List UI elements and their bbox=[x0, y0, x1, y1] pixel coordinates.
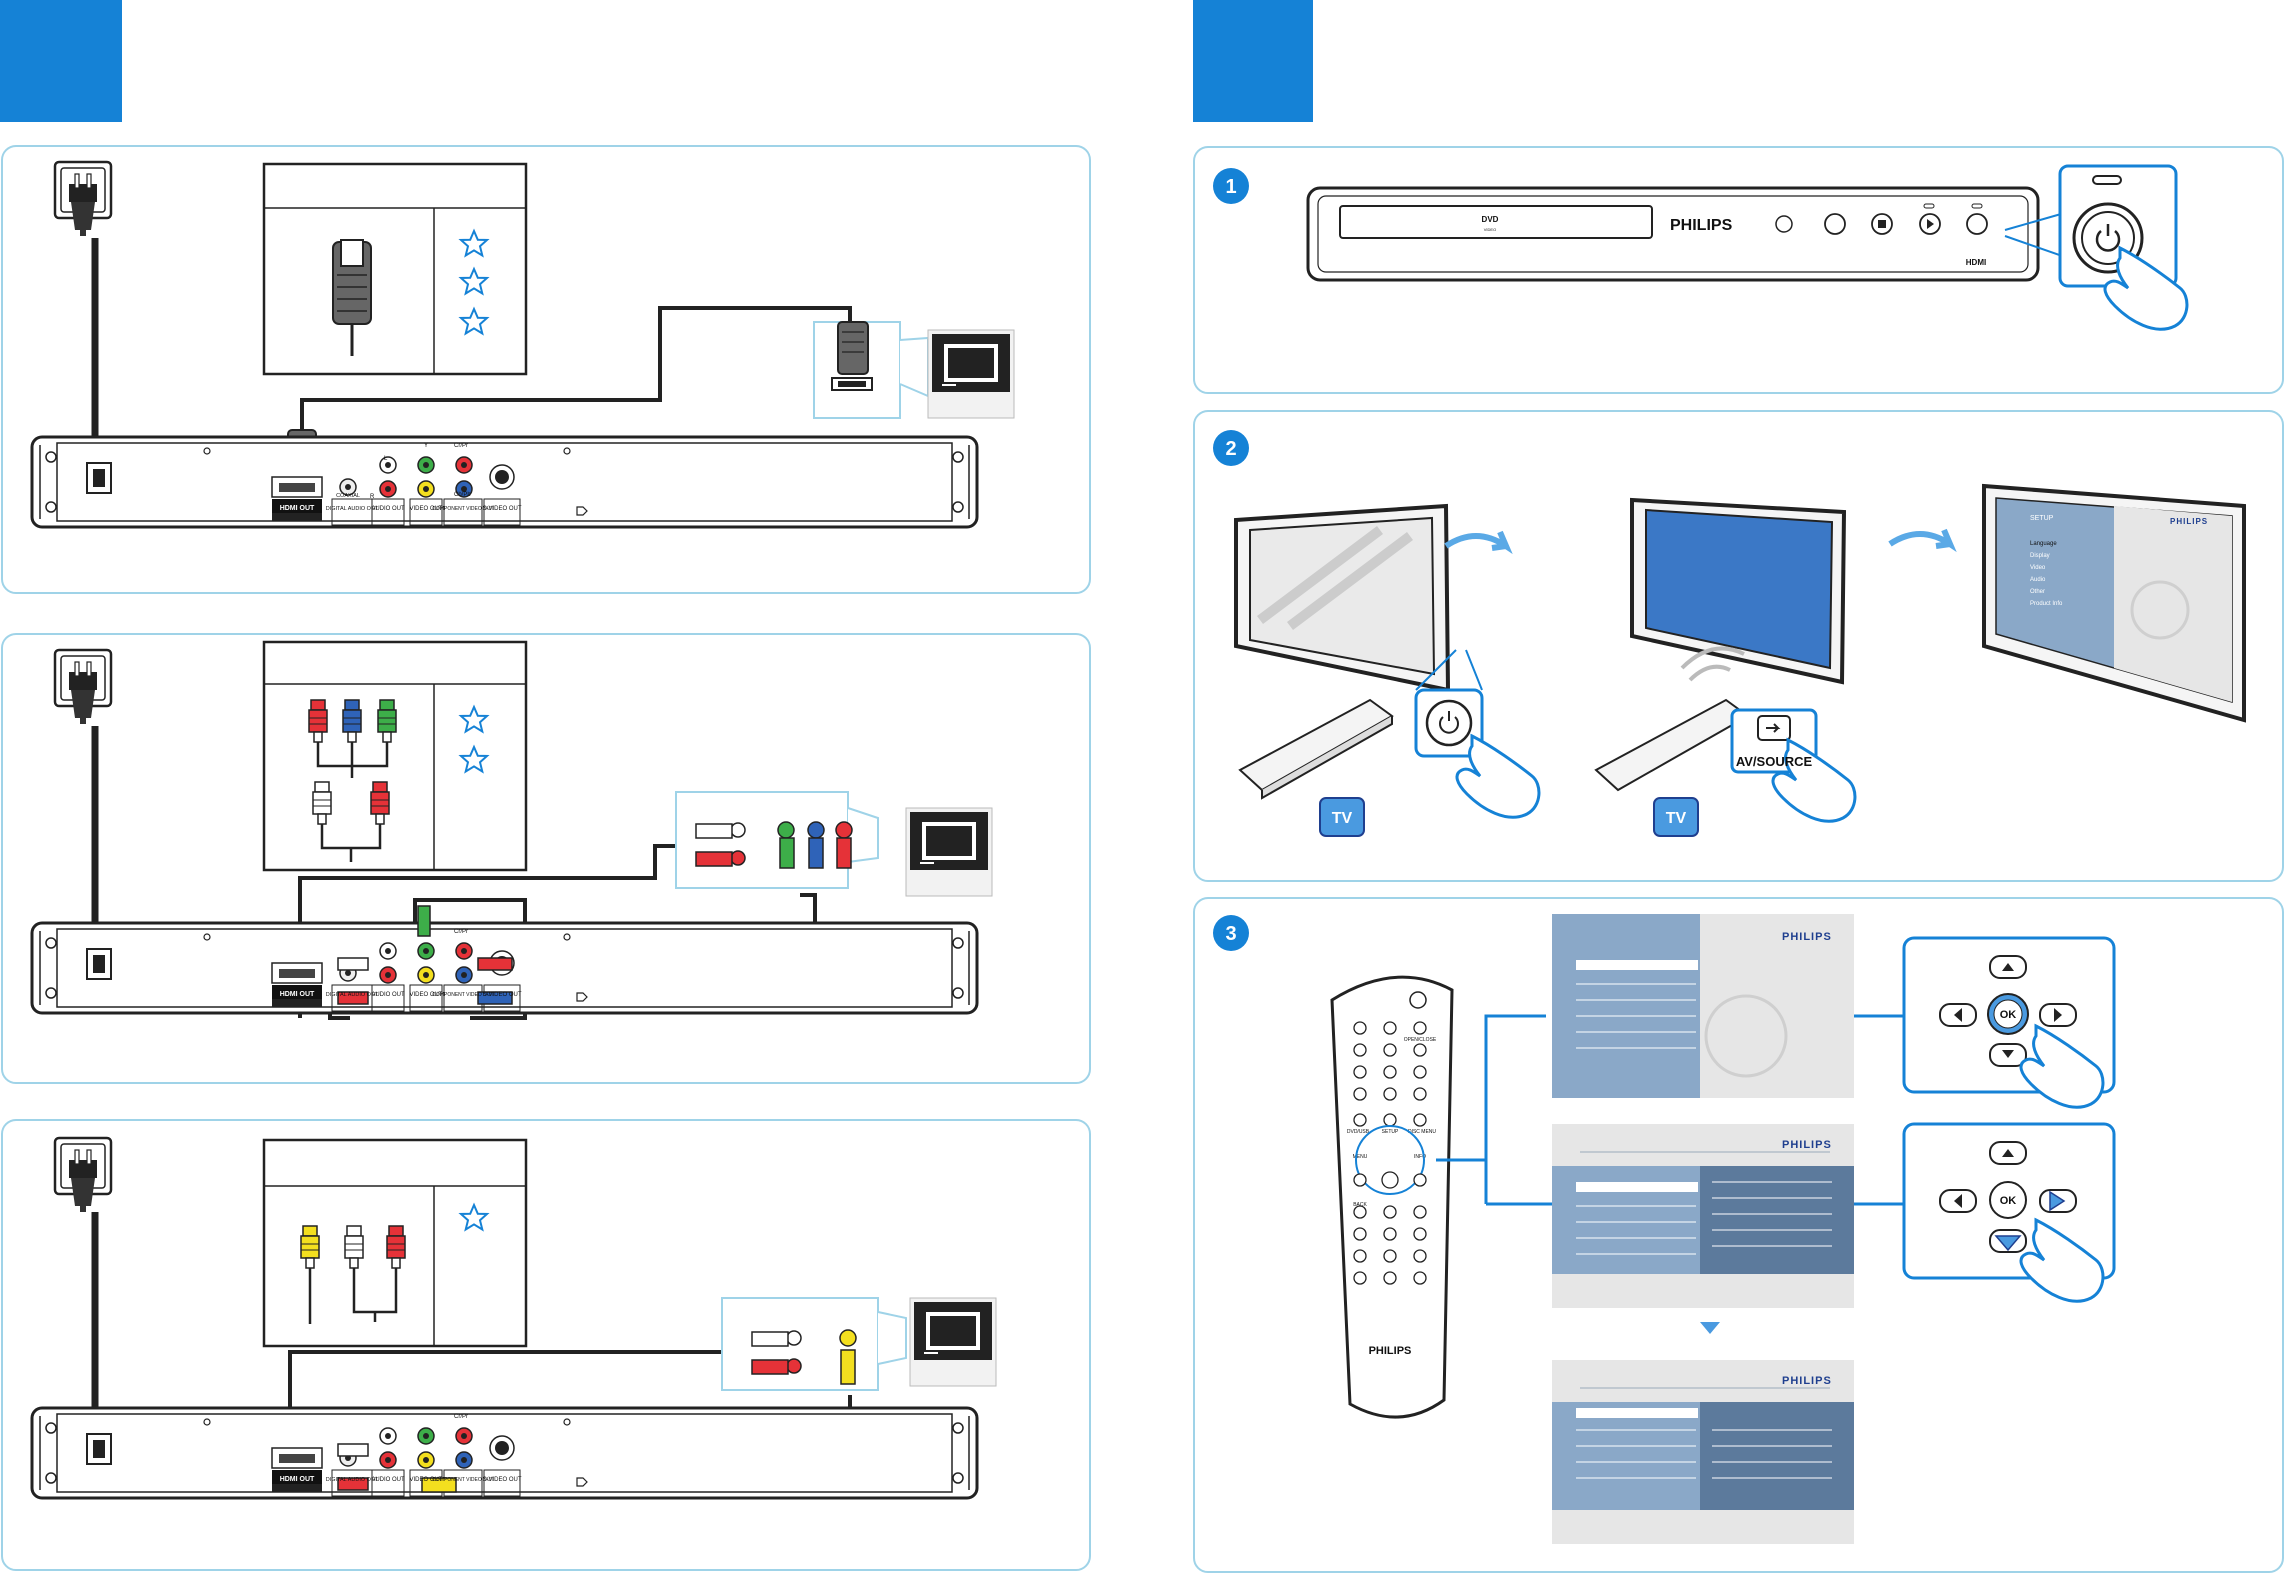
tv-button-icon bbox=[1653, 797, 1699, 837]
step-number: 3 bbox=[1225, 923, 1236, 945]
setup-brand: PHILIPS bbox=[2170, 517, 2208, 526]
tv-badge-label: TV bbox=[1666, 810, 1687, 827]
component-video-out-label: COMPONENT VIDEO OUT bbox=[432, 506, 493, 512]
remote-menu: MENU bbox=[1353, 1154, 1368, 1160]
menu-brand: PHILIPS bbox=[1782, 1375, 1832, 1387]
component-video-out-label: COMPONENT VIDEO OUT bbox=[432, 992, 493, 998]
remote-keypad bbox=[1353, 1021, 1427, 1285]
component-video-out-label: COMPONENT VIDEO OUT bbox=[432, 1477, 493, 1483]
setup-menu-screen-3 bbox=[1552, 1360, 1854, 1544]
setup-item: Other bbox=[2030, 589, 2045, 595]
menu-brand: PHILIPS bbox=[1782, 1139, 1832, 1151]
video-out-label: VIDEO OUT bbox=[409, 506, 442, 512]
step-1-badge bbox=[1213, 168, 1249, 204]
step-2-badge bbox=[1213, 430, 1249, 466]
nav-ok-label: OK bbox=[2000, 1009, 2017, 1021]
cr-pr-label: Cr/Pr bbox=[454, 1414, 468, 1420]
remote-dvd-usb: DVD/USB bbox=[1347, 1129, 1370, 1135]
remote-brand: PHILIPS bbox=[1369, 1345, 1412, 1357]
cb-pb-label: Cb/Pb bbox=[454, 492, 471, 498]
cr-pr-label: Cr/Pr bbox=[454, 929, 468, 935]
player-front-panel bbox=[1306, 186, 2040, 282]
power-on-panel bbox=[1193, 146, 2284, 394]
tv-badge-label: TV bbox=[1332, 810, 1353, 827]
video-out-label: VIDEO OUT bbox=[409, 992, 442, 998]
tv-source-panel bbox=[1193, 410, 2284, 882]
setup-item: Audio bbox=[2030, 577, 2046, 583]
audio-out-label: AUDIO OUT bbox=[371, 992, 405, 998]
tv-icon bbox=[909, 1297, 997, 1387]
digital-audio-out-label: DIGITAL AUDIO OUT bbox=[326, 1477, 379, 1483]
audio-out-label: AUDIO OUT bbox=[371, 1477, 405, 1483]
video-out-label: VIDEO OUT bbox=[409, 1477, 442, 1483]
player-brand-label: PHILIPS bbox=[1670, 217, 1733, 234]
s-video-out-label: S-VIDEO OUT bbox=[482, 506, 521, 512]
nav-ok-label: OK bbox=[2000, 1195, 2017, 1207]
nav-pad-1 bbox=[1902, 936, 2116, 1109]
hdmi-logo: HDMI bbox=[1966, 258, 1986, 267]
step-number: 1 bbox=[1225, 176, 1236, 198]
hdmi-out-label: HDMI OUT bbox=[280, 1476, 315, 1483]
s-video-out-label: S-VIDEO OUT bbox=[482, 1477, 521, 1483]
tv-icon bbox=[927, 329, 1015, 419]
menu-brand: PHILIPS bbox=[1782, 931, 1832, 943]
nav-pad-2 bbox=[1902, 1122, 2116, 1303]
remote-back: BACK bbox=[1353, 1202, 1367, 1208]
tv-setup-screen-illustration bbox=[1982, 483, 2246, 723]
text-layer: 1 2 3 HDMI OUT COAXIAL DIGITAL AUDIO OUT… bbox=[280, 176, 2208, 1483]
cr-pr-label: Cr/Pr bbox=[454, 443, 468, 449]
y-label: Y bbox=[424, 443, 428, 449]
remote-control bbox=[1330, 975, 1454, 1419]
hdmi-out-label: HDMI OUT bbox=[280, 991, 315, 998]
r-label: R bbox=[370, 494, 375, 500]
remote-setup: SETUP bbox=[1382, 1129, 1399, 1135]
tv-icon bbox=[905, 807, 993, 897]
tv-blue-screen-illustration bbox=[1594, 497, 1847, 792]
setup-item: Language bbox=[2030, 541, 2057, 547]
player-back-panel bbox=[30, 435, 979, 529]
section-b-header-block bbox=[1193, 0, 1313, 122]
hdmi-out-label: HDMI OUT bbox=[280, 505, 315, 512]
down-arrow-icon bbox=[1700, 1322, 1720, 1334]
tv-button-icon bbox=[1319, 797, 1365, 837]
setup-item: Video bbox=[2030, 565, 2046, 571]
remote-open-close: OPEN/CLOSE bbox=[1404, 1037, 1437, 1043]
dvd-video-logo: VIDEO bbox=[1484, 227, 1496, 232]
audio-out-label: AUDIO OUT bbox=[371, 506, 405, 512]
step-number: 2 bbox=[1225, 438, 1236, 460]
digital-audio-out-label: DIGITAL AUDIO OUT bbox=[326, 992, 379, 998]
remote-disc-menu: DISC MENU bbox=[1408, 1129, 1436, 1135]
component-connection-panel bbox=[1, 633, 1091, 1084]
setup-menu-screen-2 bbox=[1552, 1124, 1854, 1308]
setup-title: SETUP bbox=[2030, 515, 2054, 522]
player-back-panel bbox=[30, 1406, 979, 1500]
remote-info: INFO bbox=[1414, 1154, 1426, 1160]
coaxial-label: COAXIAL bbox=[336, 493, 360, 499]
step-3-badge bbox=[1213, 915, 1249, 951]
s-video-out-label: S-VIDEO OUT bbox=[482, 992, 521, 998]
av-source-label: AV/SOURCE bbox=[1736, 754, 1813, 769]
hdmi-connection-panel bbox=[1, 145, 1091, 594]
l-label: L bbox=[384, 456, 388, 462]
tv-off-illustration bbox=[1234, 503, 1451, 800]
setup-menu-screen-1 bbox=[1552, 914, 1854, 1098]
setup-item: Product Info bbox=[2030, 601, 2063, 607]
composite-connection-panel bbox=[1, 1119, 1091, 1571]
dvd-logo: DVD bbox=[1482, 215, 1499, 224]
section-a-header-block bbox=[0, 0, 122, 122]
navigate-menu-panel bbox=[1193, 897, 2284, 1573]
setup-item: Display bbox=[2030, 553, 2050, 559]
digital-audio-out-label: DIGITAL AUDIO OUT bbox=[326, 506, 379, 512]
hdmi-cable-box bbox=[262, 162, 528, 376]
